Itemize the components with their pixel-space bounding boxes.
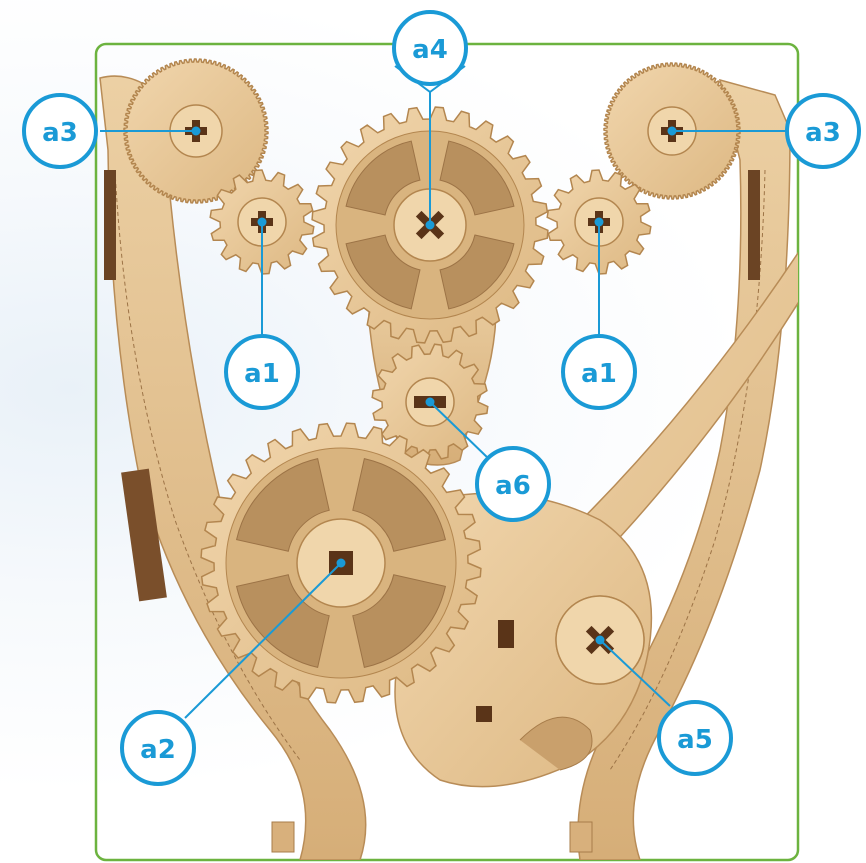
callout-a3-right: a3 [787, 95, 859, 167]
leader-dot-a3-right [669, 128, 676, 135]
callout-a5: a5 [659, 702, 731, 774]
callout-a4-label: a4 [412, 35, 448, 65]
callout-a3-right-label: a3 [805, 118, 841, 148]
leader-dot-a1-left [259, 219, 266, 226]
callout-a1-left: a1 [226, 336, 298, 408]
leader-dot-a2 [338, 560, 345, 567]
callout-a2: a2 [122, 712, 194, 784]
callout-a1-right: a1 [563, 336, 635, 408]
callout-a6: a6 [477, 448, 549, 520]
leader-dot-a3-left [193, 128, 200, 135]
callout-a5-label: a5 [677, 725, 713, 755]
callout-a6-label: a6 [495, 471, 531, 501]
leader-dot-a5 [597, 637, 604, 644]
callout-a3-left-label: a3 [42, 118, 78, 148]
leader-dot-a4 [427, 222, 434, 229]
callout-a1-right-label: a1 [581, 359, 617, 389]
callout-a4: a4 [394, 12, 466, 84]
callout-a2-label: a2 [140, 735, 176, 765]
leader-dot-a1-right [596, 219, 603, 226]
leader-dot-a6 [427, 399, 434, 406]
callout-a3-left: a3 [24, 95, 96, 167]
callout-a1-left-label: a1 [244, 359, 280, 389]
